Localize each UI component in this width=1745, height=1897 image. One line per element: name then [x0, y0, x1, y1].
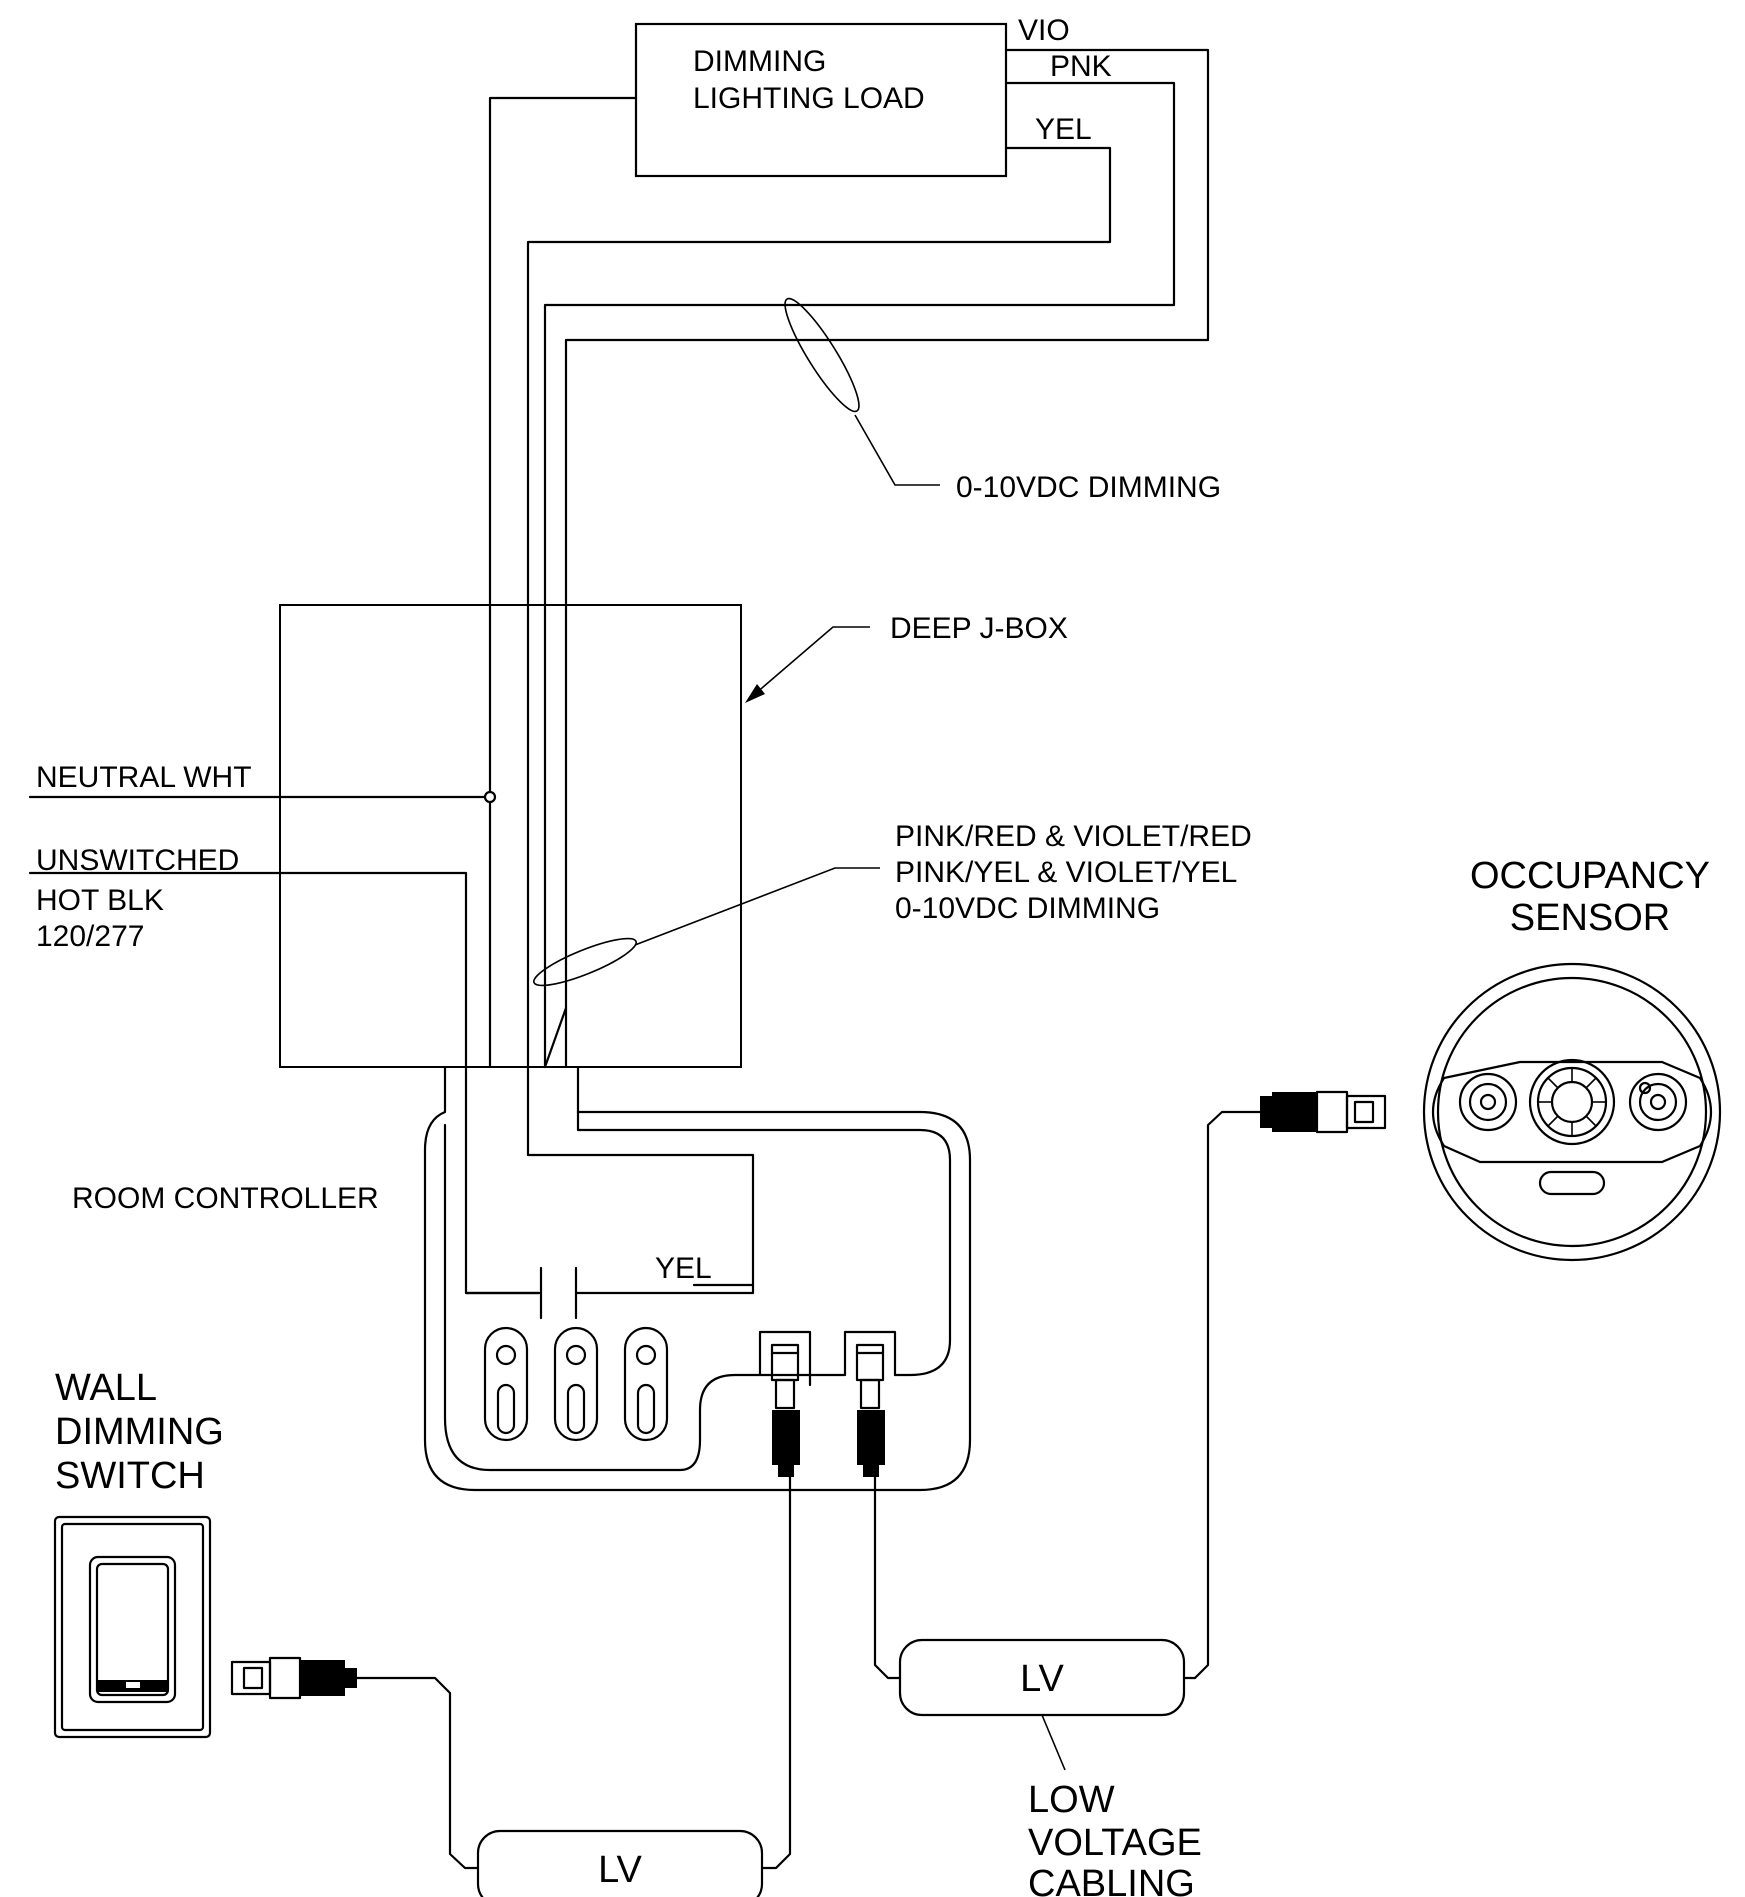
- wall-switch-plug: [230, 1656, 357, 1700]
- sensor-plug: [1260, 1090, 1387, 1134]
- unswitched-label-3: 120/277: [36, 920, 144, 953]
- occupancy-sensor: [1422, 962, 1722, 1262]
- load-wires: [28, 48, 1210, 1295]
- vio-label: VIO: [1018, 14, 1070, 47]
- low-voltage-label-2: VOLTAGE: [1028, 1822, 1202, 1864]
- load-label-line2: LIGHTING LOAD: [693, 82, 925, 115]
- occupancy-label-1: OCCUPANCY: [1470, 855, 1710, 897]
- yel-top-label: YEL: [1035, 113, 1092, 146]
- rj45-port-right: [808, 1330, 897, 1477]
- rj45-port-left: [758, 1330, 812, 1477]
- wall-label-3: SWITCH: [55, 1455, 205, 1497]
- lv-cable-left: LV: [355, 1475, 792, 1897]
- yel-controller-label: YEL: [655, 1252, 712, 1285]
- lv-left-label: LV: [598, 1849, 642, 1891]
- splice-label-3: 0-10VDC DIMMING: [895, 892, 1160, 925]
- jbox-label: DEEP J-BOX: [890, 612, 1068, 645]
- wall-label-1: WALL: [55, 1367, 157, 1409]
- mounting-slots: [483, 1326, 669, 1442]
- pnk-label: PNK: [1050, 50, 1112, 83]
- wall-dimming-switch: [53, 1515, 212, 1739]
- room-controller: YEL: [423, 1065, 972, 1492]
- splice-label-2: PINK/YEL & VIOLET/YEL: [895, 856, 1237, 889]
- dimming-bundle-callout: 0-10VDC DIMMING: [784, 297, 1221, 504]
- dimming-lighting-load: DIMMING LIGHTING LOAD: [634, 22, 1008, 178]
- wall-label-2: DIMMING: [55, 1411, 224, 1453]
- room-controller-label: ROOM CONTROLLER: [72, 1182, 379, 1215]
- lv-right-label: LV: [1020, 1658, 1064, 1700]
- low-voltage-label-3: CABLING: [1028, 1863, 1195, 1897]
- lv-cable-right: LV: [873, 1090, 1387, 1771]
- neutral-label: NEUTRAL WHT: [36, 761, 252, 794]
- jbox-callout: DEEP J-BOX: [745, 612, 1068, 703]
- unswitched-label-1: UNSWITCHED: [36, 844, 239, 877]
- low-voltage-label-1: LOW: [1028, 1779, 1115, 1821]
- unswitched-label-2: HOT BLK: [36, 884, 164, 917]
- occupancy-label-2: SENSOR: [1510, 897, 1670, 939]
- dimming-label: 0-10VDC DIMMING: [956, 471, 1221, 504]
- splice-callout: PINK/RED & VIOLET/RED PINK/YEL & VIOLET/…: [533, 820, 1252, 987]
- deep-jbox: [279, 604, 742, 1068]
- splice-label-1: PINK/RED & VIOLET/RED: [895, 820, 1252, 853]
- load-label-line1: DIMMING: [693, 45, 826, 78]
